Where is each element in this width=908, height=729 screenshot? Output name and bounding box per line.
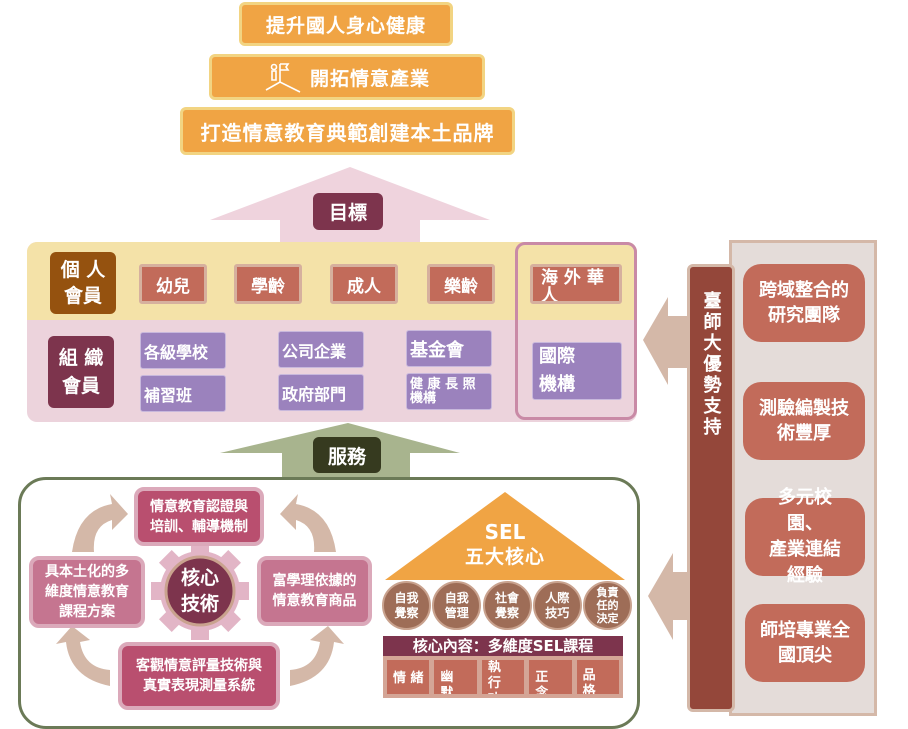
support-item: 師培專業全 國頂尖 [745, 604, 865, 682]
support-item: 多元校 園、 產業連結 經驗 [745, 487, 865, 586]
overseas-organization-label: 國際 機構 [539, 346, 575, 395]
organization-item-label: 基金會 [410, 339, 464, 361]
individual-item-label: 成人 [347, 276, 381, 297]
goal-brand-label: 打造情意教育典範創建本土品牌 [200, 120, 495, 145]
support-bar-title: 臺師大優勢支持 [700, 291, 722, 438]
sel-title-block: SEL 五大核心 [445, 520, 565, 570]
sel-course-row: 情 緒 幽 默 執 行 功 正 念 品 格 [383, 656, 623, 698]
organization-item: 基金會 [406, 330, 492, 367]
individual-item: 幼兒 [139, 264, 207, 304]
goal-tag: 目標 [313, 193, 383, 230]
core-tech-bottom-label: 客觀情意評量技術與 真實表現測量系統 [136, 658, 262, 694]
goal-health: 提升國人身心健康 [239, 2, 453, 46]
core-tech-left: 具本土化的多 維度情意教育 課程方案 [29, 556, 145, 628]
individual-item-label: 幼兒 [156, 276, 190, 297]
overseas-organization: 國際 機構 [532, 342, 622, 400]
overseas-frame [515, 242, 637, 420]
sel-competencies: 自我 覺察 自我 管理 社會 覺察 人際 技巧 負責 任的 決定 [382, 581, 632, 633]
sel-competency-label: 自我 覺察 [394, 590, 419, 620]
cycle-arrow-bottom-right [290, 626, 344, 686]
sel-course-label: 品 格 [582, 668, 596, 696]
support-item-label: 多元校 園、 產業連結 經驗 [769, 487, 841, 586]
organization-item: 健 康 長 照 機構 [406, 373, 492, 410]
organization-item-label: 健 康 長 照 機構 [410, 376, 476, 406]
support-arrow-lower [648, 553, 690, 640]
sel-competency: 人際 技巧 [532, 581, 582, 630]
service-tag: 服務 [313, 437, 381, 473]
individual-item: 成人 [330, 264, 398, 304]
support-item-label: 測驗編製技 術豐厚 [759, 398, 849, 444]
sel-course: 執 行 功 [479, 658, 527, 696]
climber-flag-icon [265, 63, 301, 93]
support-item-label: 師培專業全 國頂尖 [760, 620, 850, 666]
support-item-label: 跨域整合的 研究團隊 [759, 280, 849, 326]
individual-item-label: 學齡 [251, 276, 285, 297]
core-tech-top: 情意教育認證與 培訓、輔導機制 [134, 487, 264, 546]
support-bar: 臺師大優勢支持 [687, 264, 735, 712]
goal-industry-label: 開拓情意產業 [309, 67, 430, 90]
organization-member-tag: 組 織 會員 [48, 336, 114, 408]
sel-competency: 社會 覺察 [482, 581, 532, 630]
goal-tag-label: 目標 [328, 202, 367, 224]
individual-member-label: 個 人 會員 [60, 259, 106, 307]
organization-item-label: 各級學校 [144, 342, 209, 362]
support-item: 跨域整合的 研究團隊 [743, 264, 865, 342]
sel-title: SEL [484, 520, 526, 544]
core-tech-top-label: 情意教育認證與 培訓、輔導機制 [150, 498, 248, 535]
sel-content-header: 核心內容：多維度SEL課程 [383, 636, 623, 656]
individual-member-tag: 個 人 會員 [50, 252, 116, 314]
sel-course: 品 格 [574, 658, 622, 696]
goal-health-label: 提升國人身心健康 [265, 14, 426, 37]
service-tag-label: 服務 [327, 445, 366, 468]
core-tech-left-label: 具本土化的多 維度情意教育 課程方案 [45, 564, 129, 620]
sel-competency-label: 自我 管理 [444, 590, 469, 620]
organization-item-label: 公司企業 [282, 341, 347, 361]
individual-item: 樂齡 [427, 264, 495, 304]
organization-item: 政府部門 [278, 374, 364, 411]
organization-item: 補習班 [140, 375, 226, 412]
cycle-arrow-top-left [72, 494, 128, 552]
sel-competency-label: 人際 技巧 [545, 590, 570, 620]
cycle-arrow-bottom-left [56, 626, 110, 686]
core-tech-bottom: 客觀情意評量技術與 真實表現測量系統 [118, 642, 280, 710]
sel-course: 情 緒 [385, 658, 432, 696]
overseas-individual-label: 海 外 華 人 [541, 268, 604, 304]
individual-item: 學齡 [234, 264, 302, 304]
sel-subtitle: 五大核心 [464, 546, 545, 568]
core-tech-center-label: 核心 技術 [180, 567, 219, 615]
organization-item: 公司企業 [278, 331, 364, 368]
sel-competency: 自我 管理 [432, 581, 482, 630]
cycle-arrow-top-right [280, 494, 336, 552]
sel-course: 正 念 [527, 658, 574, 696]
goal-industry: 開拓情意產業 [209, 54, 485, 100]
sel-competency-label: 社會 覺察 [494, 590, 519, 620]
core-tech-right-label: 富學理依據的 情意教育商品 [272, 573, 357, 609]
sel-course-label: 幽 默 [440, 670, 454, 696]
core-tech-right: 富學理依據的 情意教育商品 [257, 556, 372, 626]
support-item: 測驗編製技 術豐厚 [743, 382, 865, 460]
sel-course-label: 執 行 功 [487, 660, 501, 694]
sel-content-label: 核心內容：多維度SEL課程 [412, 637, 594, 655]
sel-course-label: 正 念 [535, 670, 549, 696]
sel-course-label: 情 緒 [393, 671, 424, 686]
goal-brand: 打造情意教育典範創建本土品牌 [180, 107, 515, 155]
organization-item-label: 政府部門 [282, 384, 347, 404]
organization-member-label: 組 織 會員 [58, 347, 104, 397]
overseas-individual: 海 外 華 人 [530, 264, 622, 304]
sel-competency: 負責 任的 決定 [583, 581, 632, 630]
organization-item-label: 補習班 [144, 385, 193, 405]
support-arrow-upper [643, 297, 690, 385]
sel-competency: 自我 覺察 [382, 581, 431, 630]
sel-competency-label: 負責 任的 決定 [596, 586, 619, 625]
core-tech-center: 核心 技術 [166, 560, 234, 622]
organization-item: 各級學校 [140, 332, 226, 369]
individual-item-label: 樂齡 [444, 276, 478, 297]
sel-course: 幽 默 [432, 658, 479, 696]
